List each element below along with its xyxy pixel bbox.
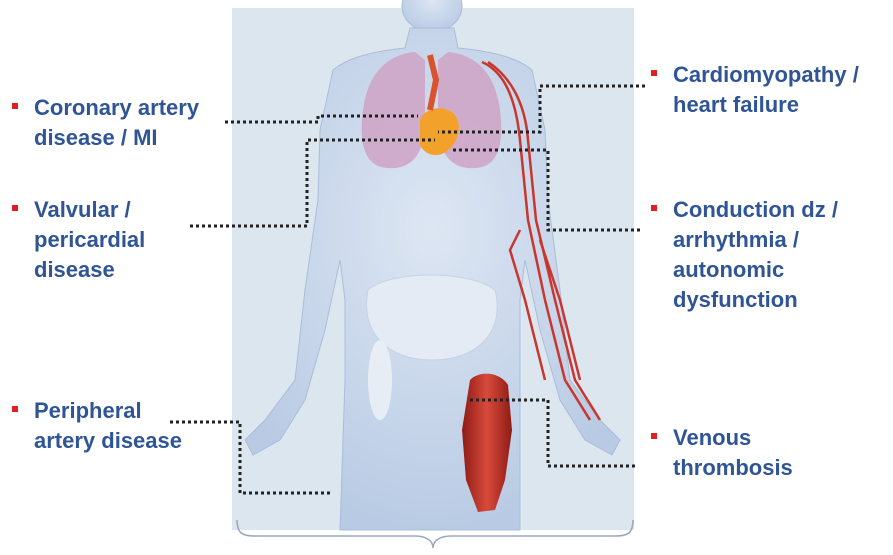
label-peripheral-artery-disease: Peripheral artery disease bbox=[34, 396, 182, 456]
bullet-icon bbox=[651, 433, 657, 439]
bullet-icon bbox=[651, 70, 657, 76]
label-valvular-disease: Valvular / pericardial disease bbox=[34, 195, 145, 285]
label-venous-thrombosis: Venous thrombosis bbox=[673, 423, 793, 483]
bullet-icon bbox=[12, 205, 18, 211]
label-conduction-disease: Conduction dz / arrhythmia / autonomic d… bbox=[673, 195, 838, 315]
femur-left bbox=[368, 340, 392, 420]
bullet-icon bbox=[651, 205, 657, 211]
label-cardiomyopathy: Cardiomyopathy / heart failure bbox=[673, 60, 859, 120]
bullet-icon bbox=[12, 103, 18, 109]
bullet-icon bbox=[12, 406, 18, 412]
label-coronary-artery-disease: Coronary artery disease / MI bbox=[34, 93, 199, 153]
